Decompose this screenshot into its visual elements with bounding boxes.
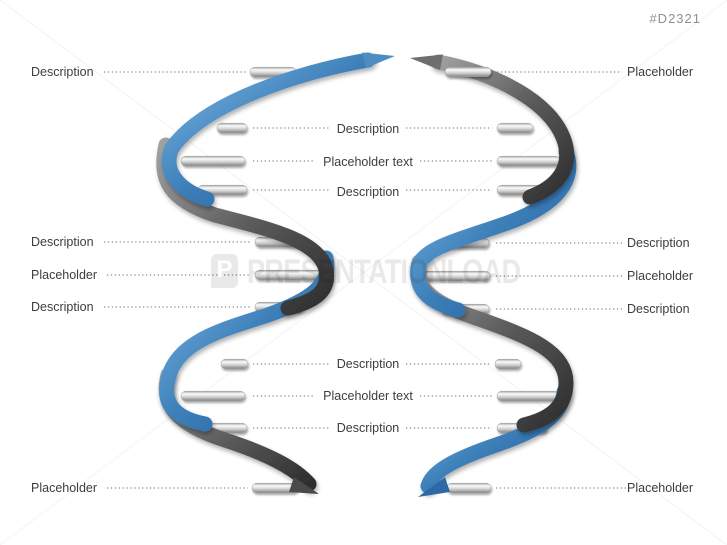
callout-label: Placeholder bbox=[627, 269, 694, 283]
callout-label: Description bbox=[336, 122, 400, 136]
product-code: #D2321 bbox=[649, 11, 701, 26]
dna-rung bbox=[180, 390, 246, 401]
dna-rung bbox=[220, 358, 249, 369]
dna-strand-tail-tip bbox=[418, 477, 450, 497]
callout-label: Description bbox=[31, 300, 94, 314]
dna-rung bbox=[494, 358, 522, 369]
callout-label: Placeholder text bbox=[323, 155, 413, 169]
dna-rung bbox=[216, 122, 248, 133]
dna-helix-left bbox=[156, 52, 395, 494]
dna-strand-tail-tip bbox=[289, 477, 319, 494]
dna-strand-tip bbox=[362, 52, 395, 68]
callout-label: Description bbox=[627, 236, 690, 250]
dna-rung bbox=[496, 390, 560, 401]
leader-lines bbox=[104, 71, 627, 489]
callout-label: Placeholder text bbox=[323, 389, 413, 403]
callout-label: Placeholder bbox=[31, 268, 98, 282]
callout-label: Description bbox=[31, 235, 94, 249]
dna-rung bbox=[446, 482, 492, 493]
callout-label: Placeholder bbox=[627, 481, 694, 495]
dna-rung bbox=[180, 155, 246, 166]
callout-label: Description bbox=[31, 65, 94, 79]
dna-rung bbox=[496, 122, 534, 133]
dna-rung bbox=[254, 269, 323, 280]
callout-label: Placeholder bbox=[627, 65, 694, 79]
dna-strand-tip bbox=[410, 54, 443, 70]
dna-strand-gray-segment bbox=[156, 137, 335, 316]
callout-label: Description bbox=[336, 185, 400, 199]
dna-rung bbox=[444, 66, 492, 77]
dna-rung bbox=[496, 155, 561, 166]
dna-strand-blue-segment bbox=[161, 52, 376, 207]
dna-strand-blue-segment bbox=[410, 144, 577, 318]
dna-rung bbox=[419, 270, 491, 281]
callout-label: Description bbox=[627, 302, 690, 316]
callout-label: Description bbox=[336, 357, 400, 371]
callout-label: Description bbox=[336, 421, 400, 435]
dna-strand-blue-segment bbox=[420, 384, 572, 494]
callout-label: Placeholder bbox=[31, 481, 98, 495]
